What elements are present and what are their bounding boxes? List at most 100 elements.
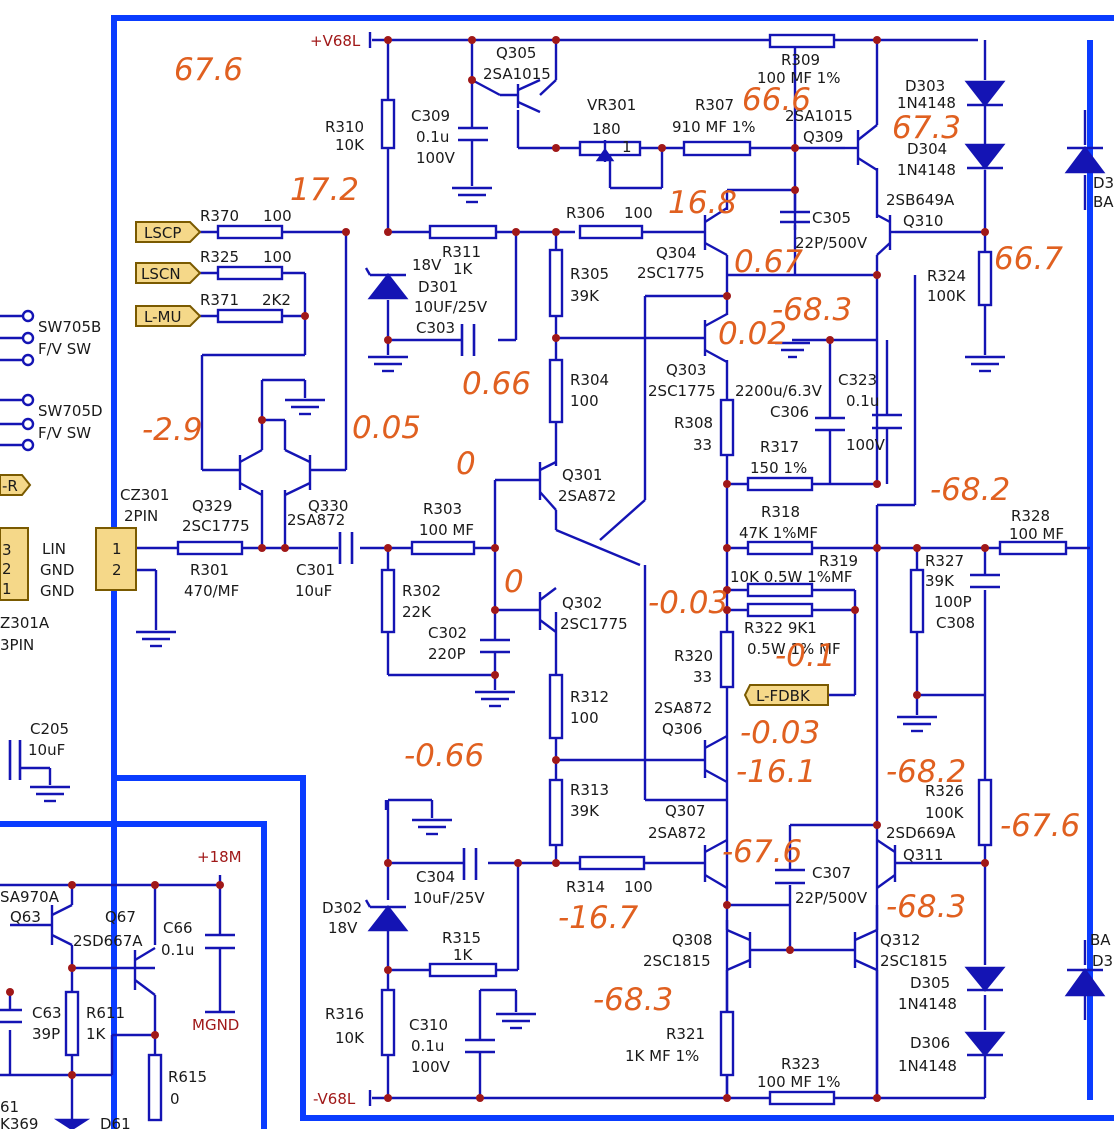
label-r303: R303: [423, 500, 462, 518]
label-r305v: 39K: [570, 287, 600, 305]
label-c323a: 0.1u: [846, 392, 879, 410]
label-c301: C301: [296, 561, 335, 579]
voltage-annotation-a24: -68.3: [886, 889, 966, 925]
label-czb: 3PIN: [0, 636, 34, 654]
label-q312: Q312: [880, 931, 920, 949]
label-baa: BA: [1093, 193, 1114, 211]
schematic-wires: [0, 32, 1090, 1120]
label-c306v: 2200u/6.3V: [735, 382, 823, 400]
label-r321: R321: [666, 1025, 705, 1043]
p18-rail-label: +18M: [197, 848, 242, 866]
voltage-annotation-a17: -0.1: [775, 638, 836, 674]
label-r324v: 100K: [927, 287, 967, 305]
label-c66: C66: [163, 919, 193, 937]
label-q301v: 2SA872: [558, 487, 616, 505]
label-c309b: 100V: [416, 149, 456, 167]
label-r311: R311: [442, 243, 481, 261]
label-c63: C63: [32, 1004, 62, 1022]
label-r371v: 2K2: [262, 291, 291, 309]
label-s2: F/V SW: [38, 340, 91, 358]
label-q312v: 2SC1815: [880, 952, 948, 970]
label-r308v: 33: [693, 436, 712, 454]
label-p1: 1: [112, 540, 122, 558]
label-r308: R308: [674, 414, 713, 432]
voltage-annotation-a4: 67.3: [892, 110, 961, 146]
voltage-annotation-a1: 67.6: [174, 52, 243, 88]
label-r302v: 22K: [402, 603, 432, 621]
label-r306: R306: [566, 204, 605, 222]
label-pa: 3: [2, 541, 12, 559]
label-d303: D303: [905, 77, 945, 95]
label-r316: R316: [325, 1005, 364, 1023]
voltage-annotation-a9: 0.02: [718, 316, 787, 352]
label-r322v: 0.5W 1% MF: [747, 640, 841, 658]
label-q330: Q330: [308, 497, 348, 515]
voltage-annotation-a25: -16.7: [558, 900, 638, 936]
label-r306v: 100: [624, 204, 653, 222]
label-r320: R320: [674, 647, 713, 665]
label-r325v: 100: [263, 248, 292, 266]
switch-contacts: [21, 309, 35, 452]
label-q329v: 2SC1775: [182, 517, 250, 535]
label-q306: Q306: [662, 720, 702, 738]
label-c205: C205: [30, 720, 69, 738]
label-q330v: 2SA872: [287, 511, 345, 529]
label-q308: Q308: [672, 931, 712, 949]
label-r323v: 100 MF 1%: [757, 1073, 841, 1091]
label-d305v: 1N4148: [898, 995, 957, 1013]
voltage-annotation-a19: -0.66: [404, 738, 484, 774]
vneg-rail-label: -V68L: [313, 1090, 356, 1108]
label-c205v: 10uF: [28, 741, 65, 759]
label-q308v: 2SC1815: [643, 952, 711, 970]
label-r303v: 100 MF: [419, 521, 474, 539]
label-c63v: 39P: [32, 1025, 60, 1043]
voltage-annotation-a15: 0: [504, 564, 524, 600]
label-q310: Q310: [903, 212, 943, 230]
label-c302: C302: [428, 624, 467, 642]
label-d302: D302: [322, 899, 362, 917]
voltage-annotation-a20: -16.1: [736, 754, 816, 790]
label-r316v: 10K: [335, 1029, 365, 1047]
transistors: [50, 78, 897, 996]
label-c310a: 0.1u: [411, 1037, 444, 1055]
voltage-annotation-a3: 66.6: [742, 82, 811, 118]
capacitor-plates: [0, 126, 1000, 1054]
label-vr301: VR301: [587, 96, 636, 114]
lfdbk-label-box: [743, 684, 829, 706]
lscn-label-box: [135, 262, 202, 284]
label-c305v: 22P/500V: [795, 234, 868, 252]
label-c304v: 10uF/25V: [413, 889, 485, 907]
label-q303: Q303: [666, 361, 706, 379]
label-q307: Q307: [665, 802, 705, 820]
label-c309: C309: [411, 107, 450, 125]
label-d303v: 1N4148: [897, 94, 956, 112]
label-r324: R324: [927, 267, 966, 285]
label-r315v: 1K: [453, 946, 474, 964]
label-r615v: 0: [170, 1090, 180, 1108]
label-r318: R318: [761, 503, 800, 521]
voltage-annotation-a10: 0.66: [462, 366, 531, 402]
label-r301: R301: [190, 561, 229, 579]
label-r314: R314: [566, 878, 605, 896]
label-q302: Q302: [562, 594, 602, 612]
label-cza: Z301A: [0, 614, 50, 632]
label-q305v: 2SA1015: [483, 65, 551, 83]
label-r311v: 1K: [453, 260, 474, 278]
label-r370v: 100: [263, 207, 292, 225]
label-r314v: 100: [624, 878, 653, 896]
label-r323: R323: [781, 1055, 820, 1073]
label-c310b: 100V: [411, 1058, 451, 1076]
label-cz1: CZ301: [120, 486, 169, 504]
label-gnd1: GND: [40, 561, 74, 579]
lscn-label: LSCN: [141, 265, 181, 283]
voltage-annotation-a16: -0.03: [648, 585, 728, 621]
label-q67: Q67: [105, 908, 136, 926]
label-p2: 2: [112, 561, 122, 579]
label-r317: R317: [760, 438, 799, 456]
label-lin: LIN: [42, 540, 66, 558]
voltage-annotation-a26: -68.3: [593, 982, 673, 1018]
label-r328v: 100 MF: [1009, 525, 1064, 543]
label-q67v: 2SD667A: [73, 932, 143, 950]
